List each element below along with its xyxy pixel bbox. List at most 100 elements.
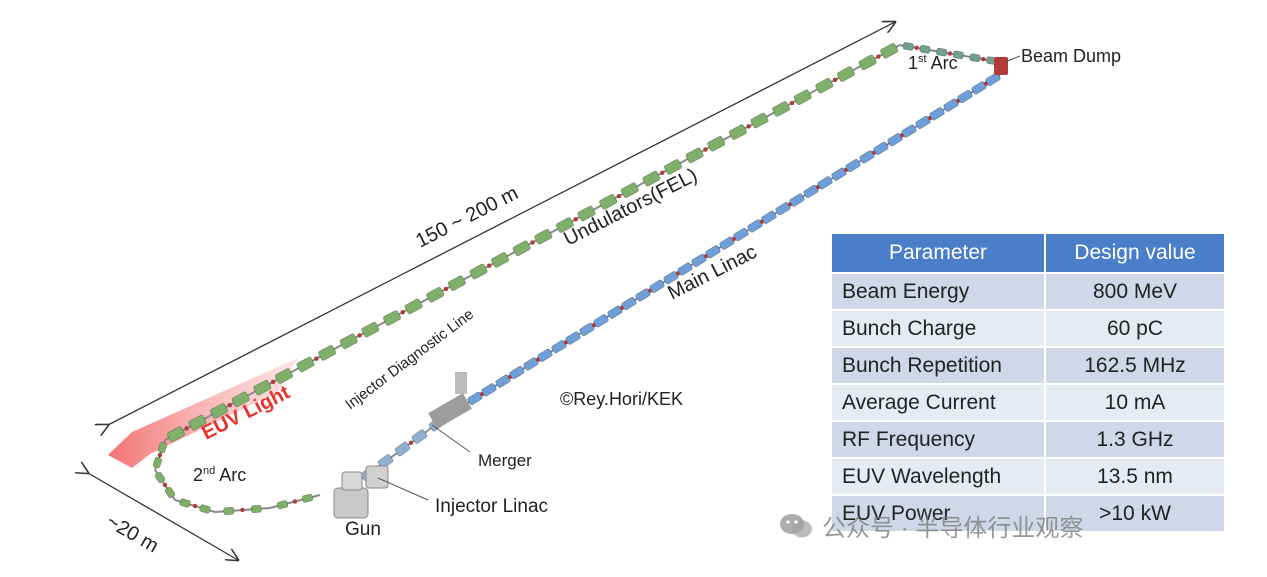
undulator-module bbox=[577, 205, 596, 222]
undulator-magnet bbox=[573, 217, 578, 222]
merger-label: Merger bbox=[478, 451, 532, 470]
second-arc-magnet bbox=[157, 452, 163, 458]
wechat-icon bbox=[780, 513, 812, 537]
length-long-label: 150 ~ 200 m bbox=[412, 182, 522, 252]
gun-label: Gun bbox=[345, 519, 381, 540]
second-arc-magnet bbox=[240, 507, 245, 513]
param-value: 1.3 GHz bbox=[1044, 420, 1226, 459]
linac-module bbox=[817, 176, 833, 190]
linac-module bbox=[509, 365, 525, 380]
param-value: >10 kW bbox=[1044, 494, 1226, 533]
undulator-magnet bbox=[270, 379, 276, 385]
undulator-module bbox=[642, 170, 661, 187]
undulator-magnet bbox=[400, 310, 405, 315]
undulator-magnet bbox=[314, 356, 319, 361]
undulator-magnet bbox=[227, 402, 233, 408]
undulator-module bbox=[880, 43, 899, 59]
first-arc-magnet bbox=[947, 51, 953, 56]
linac-module bbox=[677, 262, 693, 276]
undulator-module bbox=[491, 252, 510, 268]
param-value: 10 mA bbox=[1044, 383, 1226, 422]
undulator-module bbox=[793, 89, 812, 106]
param-name: EUV Wavelength bbox=[830, 457, 1046, 496]
undulator-module bbox=[512, 240, 531, 257]
undulator-module bbox=[685, 147, 704, 164]
injector-module bbox=[394, 441, 411, 457]
table-header-row: Parameter Design value bbox=[830, 232, 1226, 274]
param-name: RF Frequency bbox=[830, 420, 1046, 459]
first-arc-label: 1st Arc bbox=[908, 53, 958, 73]
main-linac-track bbox=[439, 72, 1001, 423]
second-arc-module bbox=[301, 493, 314, 503]
second-arc-module bbox=[223, 506, 235, 516]
linac-module bbox=[901, 124, 917, 138]
undulator-magnet bbox=[703, 147, 708, 152]
second-arc-module bbox=[152, 456, 163, 469]
second-arc-module bbox=[154, 471, 166, 484]
linac-module bbox=[649, 279, 665, 293]
linac-module bbox=[621, 296, 637, 311]
second-arc-track bbox=[152, 439, 321, 516]
table-row: EUV Power>10 kW bbox=[830, 494, 1226, 533]
header-parameter: Parameter bbox=[830, 232, 1046, 274]
linac-module bbox=[985, 72, 1001, 86]
injector-linac-leader-line bbox=[377, 477, 429, 501]
header-design-value: Design value bbox=[1044, 232, 1226, 274]
copyright-label: ©Rey.Hori/KEK bbox=[560, 389, 683, 409]
second-arc-magnet bbox=[162, 482, 168, 488]
second-arc-magnet bbox=[192, 503, 198, 509]
param-value: 13.5 nm bbox=[1044, 457, 1226, 496]
second-arc-label: 2nd Arc bbox=[193, 465, 246, 485]
electron-gun bbox=[333, 465, 389, 519]
second-arc-module bbox=[199, 504, 211, 514]
length-long-dimension-line bbox=[108, 22, 895, 425]
param-name: Average Current bbox=[830, 383, 1046, 422]
injector-module bbox=[411, 429, 428, 444]
injector-linac-label: Injector Linac bbox=[435, 496, 548, 517]
merger-structure bbox=[428, 372, 472, 429]
undulator-module bbox=[447, 275, 466, 291]
undulator-module bbox=[772, 101, 791, 117]
linac-module bbox=[593, 314, 609, 328]
undulator-module bbox=[836, 66, 855, 82]
watermark: 公众号 · 半导体行业观察 bbox=[778, 508, 1083, 543]
param-value: 800 MeV bbox=[1044, 272, 1226, 311]
undulator-magnet bbox=[487, 263, 492, 268]
param-name: Beam Energy bbox=[830, 272, 1046, 311]
first-arc-module bbox=[936, 47, 948, 57]
undulator-module bbox=[404, 298, 423, 315]
undulator-module bbox=[188, 414, 207, 431]
undulator-magnet bbox=[357, 333, 362, 338]
undulator-module bbox=[534, 228, 553, 245]
second-arc-module bbox=[179, 498, 191, 508]
param-name: EUV Power bbox=[830, 494, 1046, 533]
linac-module bbox=[733, 227, 749, 242]
linac-module bbox=[481, 383, 497, 397]
undulator-module bbox=[296, 356, 315, 373]
undulator-module bbox=[318, 345, 337, 361]
undulator-magnet bbox=[832, 77, 838, 83]
beam-dump-block bbox=[994, 57, 1008, 75]
undulators-label: Undulators(FEL) bbox=[560, 164, 701, 250]
beam-dump-leader-line bbox=[1004, 55, 1021, 63]
undulator-module bbox=[426, 286, 445, 303]
undulator-magnet bbox=[746, 124, 751, 129]
undulator-module bbox=[361, 321, 380, 338]
undulator-module bbox=[815, 77, 834, 94]
undulator-module bbox=[620, 182, 639, 199]
undulator-module bbox=[339, 333, 358, 350]
undulator-magnet bbox=[876, 54, 881, 59]
param-value: 60 pC bbox=[1044, 309, 1226, 348]
beam-dump-label: Beam Dump bbox=[1021, 46, 1121, 66]
param-value: 162.5 MHz bbox=[1044, 346, 1226, 385]
linac-module bbox=[537, 348, 553, 362]
undulator-module bbox=[469, 263, 488, 280]
undulator-module bbox=[599, 194, 618, 210]
